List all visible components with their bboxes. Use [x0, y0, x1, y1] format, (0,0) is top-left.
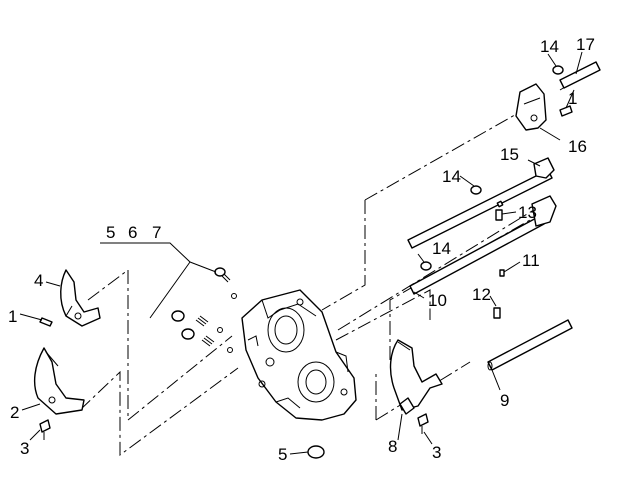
- callout-1-right: 1: [568, 89, 577, 108]
- leader-lines: [19, 51, 583, 455]
- shift-fork-8: [389, 339, 443, 415]
- callout-1-left: 1: [8, 307, 17, 326]
- callout-13: 13: [518, 203, 537, 222]
- callout-3-left: 3: [20, 439, 29, 458]
- callout-15: 15: [500, 145, 519, 164]
- callout-10: 10: [428, 291, 447, 310]
- callout-4: 4: [34, 271, 43, 290]
- callout-8: 8: [388, 437, 397, 456]
- shift-fork-13: [531, 195, 557, 227]
- callout-14-lower: 14: [432, 239, 451, 258]
- callout-17: 17: [576, 35, 595, 54]
- callout-5-top: 5: [106, 223, 115, 242]
- shift-shafts: [407, 61, 601, 371]
- callout-16: 16: [568, 137, 587, 156]
- shift-fork-16: [515, 83, 547, 131]
- shift-fork-2: [33, 347, 85, 415]
- callout-11: 11: [522, 251, 540, 270]
- callout-12: 12: [472, 285, 491, 304]
- callout-6: 6: [128, 223, 137, 242]
- callout-9: 9: [500, 391, 509, 410]
- callout-5-bottom: 5: [278, 445, 287, 464]
- callout-3-right: 3: [432, 443, 441, 462]
- callout-7: 7: [152, 223, 161, 242]
- callout-labels: 1 1 2 3 3 4 5 6 7 5 8 9 10 11 12 13 14 1…: [8, 35, 595, 464]
- transmission-housing: [241, 289, 357, 421]
- callout-2: 2: [10, 403, 19, 422]
- callout-14-upper: 14: [540, 37, 559, 56]
- callout-14-middle: 14: [442, 167, 461, 186]
- shift-fork-15: [533, 157, 555, 179]
- shift-fork-4: [60, 269, 101, 327]
- small-parts: [39, 65, 573, 459]
